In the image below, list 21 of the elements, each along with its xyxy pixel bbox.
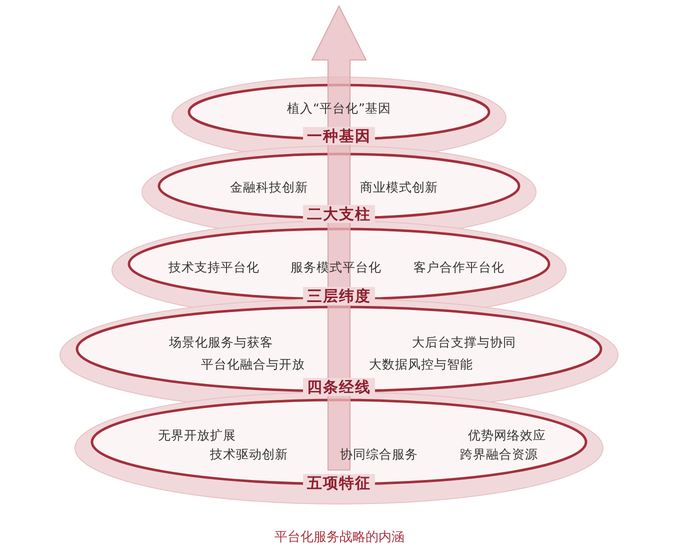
- feature-text: 客户合作平台化: [414, 260, 504, 276]
- feature-text: 大数据风控与智能: [369, 356, 473, 374]
- caption: 平台化服务战略的内涵: [274, 529, 406, 546]
- feature-text: 协同综合服务: [340, 446, 418, 464]
- feature-text: 无界开放扩展: [158, 428, 236, 444]
- feature-text: 优势网络效应: [468, 428, 546, 444]
- feature-text: 平台化融合与开放: [201, 356, 305, 374]
- feature-text: 植入“平台化”基因: [287, 100, 391, 118]
- feature-text: 技术支持平台化: [168, 260, 260, 276]
- ring-heading: 二大支柱: [303, 205, 375, 223]
- feature-text: 大后台支撑与协同: [412, 334, 516, 352]
- feature-text: 技术驱动创新: [210, 446, 288, 464]
- feature-text: 服务模式平台化: [290, 260, 382, 276]
- feature-text: 金融科技创新: [230, 180, 308, 196]
- ring-heading: 五项特征: [303, 474, 375, 492]
- ring-heading: 三层纬度: [303, 287, 375, 305]
- ring-heading: 四条经线: [303, 378, 375, 396]
- ring-heading: 一种基因: [303, 127, 375, 145]
- feature-text: 场景化服务与获客: [169, 334, 273, 352]
- feature-text: 跨界融合资源: [460, 446, 538, 464]
- feature-text: 商业模式创新: [360, 180, 438, 196]
